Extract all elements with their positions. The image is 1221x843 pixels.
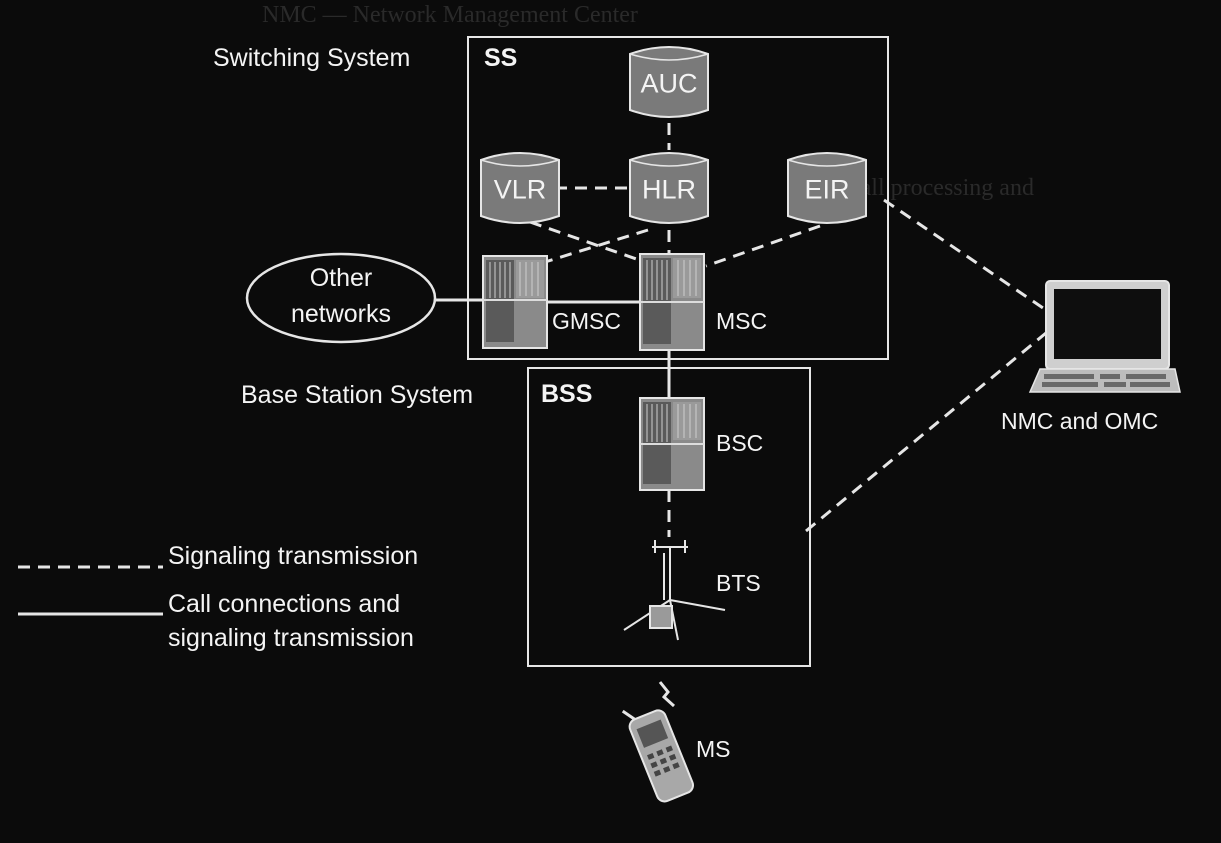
switching-system-title: Switching System (213, 44, 411, 72)
database-icon (787, 152, 867, 224)
gmsc-label: GMSC (552, 308, 621, 334)
legend-signaling-label: Signaling transmission (168, 542, 419, 570)
bss-nmc-dash (805, 331, 1047, 533)
hlr-gmsc-dash (544, 228, 649, 264)
legend-call-label-line2: signaling transmission (168, 624, 414, 652)
eir-label: EIR (804, 174, 850, 205)
eir-database: EIR (786, 150, 868, 230)
mobile-phone-icon (621, 709, 695, 803)
hlr-label: HLR (641, 174, 696, 205)
vlr-database: VLR (479, 150, 561, 230)
computer-terminal-icon (1028, 280, 1181, 393)
database-icon (629, 152, 709, 224)
background-text: NMC — Network Management Center (262, 2, 638, 28)
msc-cabinet-icon (639, 253, 705, 351)
ss-abbr: SS (484, 44, 518, 72)
hlr-database: HLR (628, 150, 710, 230)
base-station-system-box (527, 367, 811, 667)
bss-abbr: BSS (541, 380, 593, 408)
database-icon (480, 152, 560, 224)
vlr-msc-dash (529, 220, 646, 264)
nmc-omc-label: NMC and OMC (1001, 408, 1159, 434)
bts-antenna-icon (623, 540, 726, 641)
radio-link-icon (658, 681, 676, 708)
database-icon (629, 46, 709, 118)
other-networks-line1: Other (309, 264, 373, 292)
base-station-system-title: Base Station System (241, 381, 474, 409)
ms-label: MS (696, 736, 731, 762)
auc-database: AUC (628, 44, 710, 124)
bsc-cabinet-icon (639, 397, 705, 491)
gmsc-cabinet-icon (482, 255, 548, 349)
eir-msc-dash (705, 224, 821, 268)
auc-label: AUC (640, 68, 698, 99)
eir-nmc-dash (883, 198, 1047, 312)
background-text: call processing and (850, 175, 1034, 201)
bsc-label: BSC (716, 430, 764, 456)
switching-system-box (467, 36, 889, 360)
legend-call-label-line1: Call connections and (168, 590, 401, 618)
msc-label: MSC (716, 308, 768, 334)
vlr-label: VLR (493, 174, 547, 205)
bts-label: BTS (716, 570, 761, 596)
other-networks-line2: networks (290, 300, 392, 328)
other-networks-ellipse (245, 252, 437, 344)
